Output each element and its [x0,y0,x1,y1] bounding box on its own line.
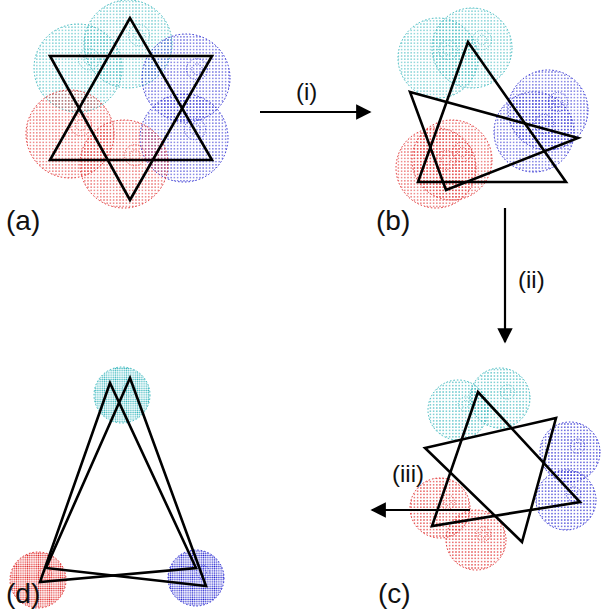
sphere-ring [124,145,145,166]
panel-label: (c) [378,580,411,608]
sphere-ring [452,142,471,161]
sphere-ring [462,400,469,407]
sphere-ring [457,147,467,157]
sphere-ring [570,439,584,453]
step-label: (iii) [392,462,424,486]
step-arrows [260,112,505,510]
sphere-ring [192,64,203,75]
sphere-ring [444,498,451,505]
panel-label: (d) [6,580,40,608]
dotted-spheres [10,0,600,608]
sphere-ring [76,120,87,131]
dotted-sphere [470,368,530,428]
step-label: (ii) [518,268,545,292]
sphere-ring [472,30,491,49]
panel-label: (b) [376,207,410,235]
dotted-sphere [536,470,596,530]
panel-label: (a) [6,207,40,235]
dotted-sphere [494,92,574,172]
sphere-ring [476,527,490,541]
sphere-ring [480,530,487,537]
triangles [40,18,580,586]
sphere-ring [504,388,511,395]
sphere-ring [477,35,487,45]
step-label: (i) [296,80,317,104]
sphere-ring [574,442,581,449]
sphere-ring [500,385,514,399]
